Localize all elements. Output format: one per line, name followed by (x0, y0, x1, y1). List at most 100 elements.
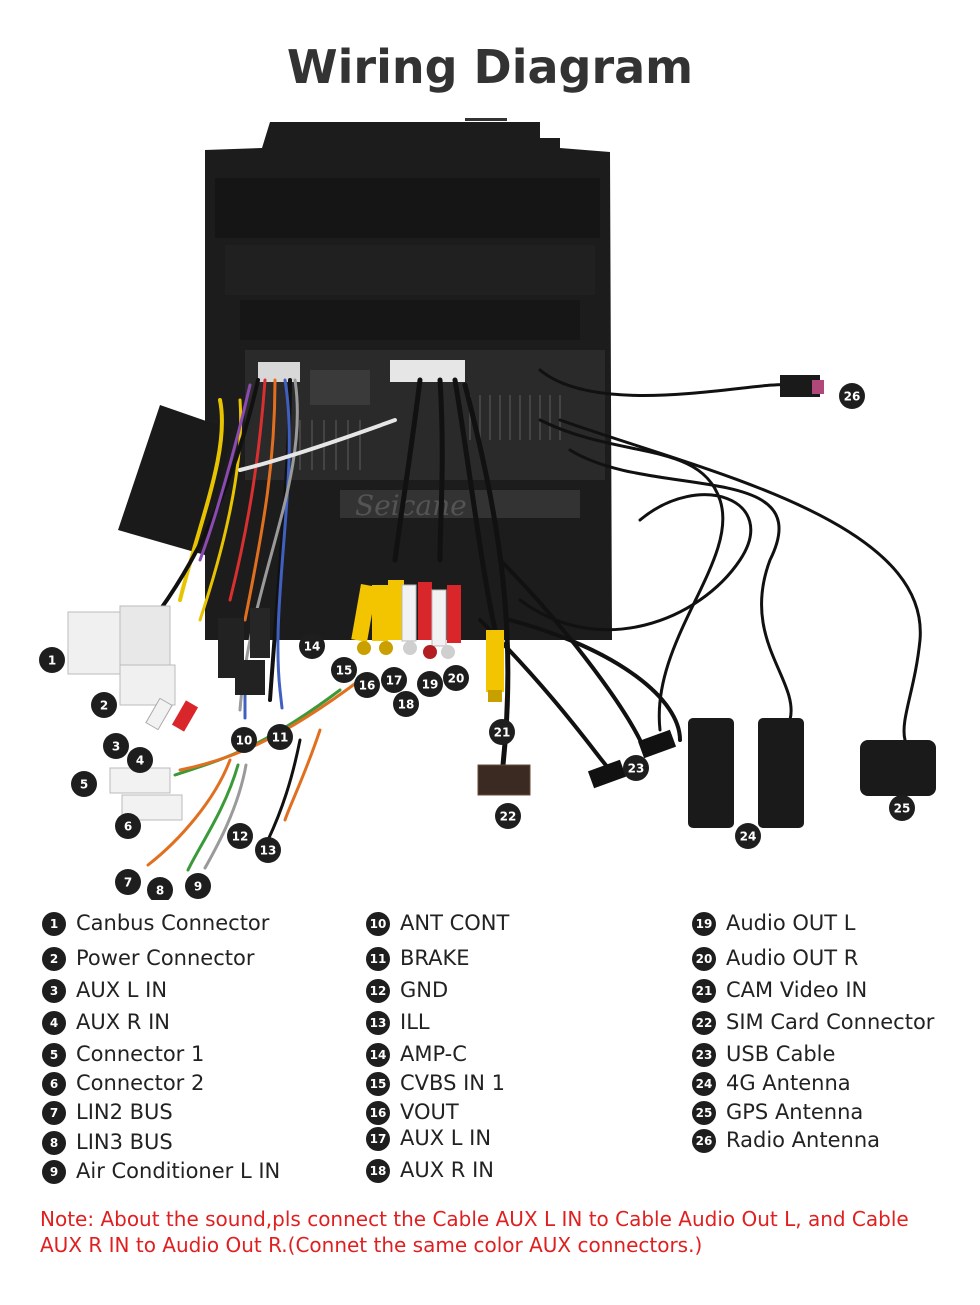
callout-11: 11 (267, 724, 293, 750)
legend-label: Audio OUT L (726, 911, 856, 935)
legend-label: AUX R IN (76, 1010, 170, 1034)
callout-number: 23 (628, 762, 645, 776)
callout-4: 4 (127, 747, 153, 773)
callout-number: 10 (236, 734, 253, 748)
callout-circle (147, 877, 173, 900)
legend-badge: 22 (692, 1011, 716, 1035)
callout-16: 16 (354, 672, 380, 698)
callout-number: 20 (448, 672, 465, 686)
harness-socket (258, 362, 300, 382)
callout-circle (91, 692, 117, 718)
callout-number: 4 (136, 754, 144, 768)
legend-badge: 4 (42, 1011, 66, 1035)
legend-badge: 13 (366, 1011, 390, 1035)
callout-circle (39, 647, 65, 673)
legend-label: AMP-C (400, 1042, 467, 1066)
callout-18: 18 (393, 691, 419, 717)
callout-25: 25 (889, 795, 915, 821)
callout-3: 3 (103, 733, 129, 759)
callout-24: 24 (735, 823, 761, 849)
callout-14: 14 (299, 633, 325, 659)
callout-number: 19 (422, 678, 439, 692)
callout-26: 26 (839, 383, 865, 409)
callout-19: 19 (417, 671, 443, 697)
rca-plug-group (351, 580, 461, 659)
legend-badge: 8 (42, 1131, 66, 1155)
callout-number: 1 (48, 654, 56, 668)
legend-label: LIN3 BUS (76, 1130, 173, 1154)
radio-antenna-plug (780, 375, 820, 397)
main-socket (390, 360, 465, 382)
callout-21: 21 (489, 719, 515, 745)
wiring-diagram: Seicane (39, 122, 936, 900)
cam-rca-plug (486, 630, 504, 692)
callout-number: 14 (304, 640, 321, 654)
title-underline (465, 118, 507, 121)
legend-badge: 26 (692, 1129, 716, 1153)
callout-number: 15 (336, 664, 353, 678)
legend-badge: 2 (42, 947, 66, 971)
legend-badge: 19 (692, 912, 716, 936)
4g-antenna-left (688, 718, 734, 828)
legend-badge: 17 (366, 1127, 390, 1151)
legend-label: Canbus Connector (76, 911, 270, 935)
callout-circle (267, 724, 293, 750)
canbus-connector (67, 611, 127, 675)
callout-circle (735, 823, 761, 849)
heatsink-fins (299, 395, 561, 470)
note-line-1: Note: About the sound,pls connect the Ca… (40, 1207, 909, 1231)
callout-number: 18 (398, 698, 415, 712)
legend-badge: 24 (692, 1072, 716, 1096)
watermark: Seicane (355, 489, 467, 522)
callout-5: 5 (71, 771, 97, 797)
callout-circle (417, 671, 443, 697)
legend-badge: 12 (366, 979, 390, 1003)
legend-badge: 7 (42, 1101, 66, 1125)
callout-number: 5 (80, 778, 88, 792)
legend-label: Connector 1 (76, 1042, 205, 1066)
callout-circle (443, 665, 469, 691)
note-text: Note: About the sound,pls connect the Ca… (40, 1206, 940, 1258)
callout-13: 13 (255, 837, 281, 863)
legend-label: VOUT (400, 1100, 459, 1124)
callout-circle (354, 672, 380, 698)
callout-12: 12 (227, 823, 253, 849)
page-title: Wiring Diagram (286, 40, 694, 94)
callout-22: 22 (495, 803, 521, 829)
callout-circle (299, 633, 325, 659)
legend-label: ILL (400, 1010, 430, 1034)
legend-label: Connector 2 (76, 1071, 205, 1095)
legend-badge: 16 (366, 1101, 390, 1125)
legend-label: Radio Antenna (726, 1128, 881, 1152)
callout-number: 24 (740, 830, 757, 844)
legend-badge: 20 (692, 947, 716, 971)
callout-circle (623, 755, 649, 781)
legend-label: Power Connector (76, 946, 255, 970)
callout-number: 22 (500, 810, 517, 824)
legend-label: SIM Card Connector (726, 1010, 935, 1034)
note-line-2: AUX R IN to Audio Out R.(Connet the same… (40, 1233, 703, 1257)
callout-6: 6 (115, 813, 141, 839)
legend-label: GND (400, 978, 449, 1002)
callout-number: 2 (100, 699, 108, 713)
callout-number: 7 (124, 876, 132, 890)
callout-circle (331, 657, 357, 683)
legend-badge: 11 (366, 947, 390, 971)
callout-number: 11 (272, 731, 289, 745)
legend-badge: 9 (42, 1160, 66, 1184)
callout-17: 17 (381, 667, 407, 693)
legend-label: AUX R IN (400, 1158, 494, 1182)
legend-label: AUX L IN (76, 978, 168, 1002)
usb-plug-2 (637, 729, 677, 759)
callout-number: 21 (494, 726, 511, 740)
legend-label: 4G Antenna (726, 1071, 851, 1095)
callout-number: 26 (844, 390, 861, 404)
connector-blocks (67, 375, 936, 828)
legend-label: GPS Antenna (726, 1100, 864, 1124)
callout-circle (115, 869, 141, 895)
legend-badge: 15 (366, 1072, 390, 1096)
callout-circle (255, 837, 281, 863)
power-connector (119, 664, 176, 706)
legend-badge: 3 (42, 979, 66, 1003)
